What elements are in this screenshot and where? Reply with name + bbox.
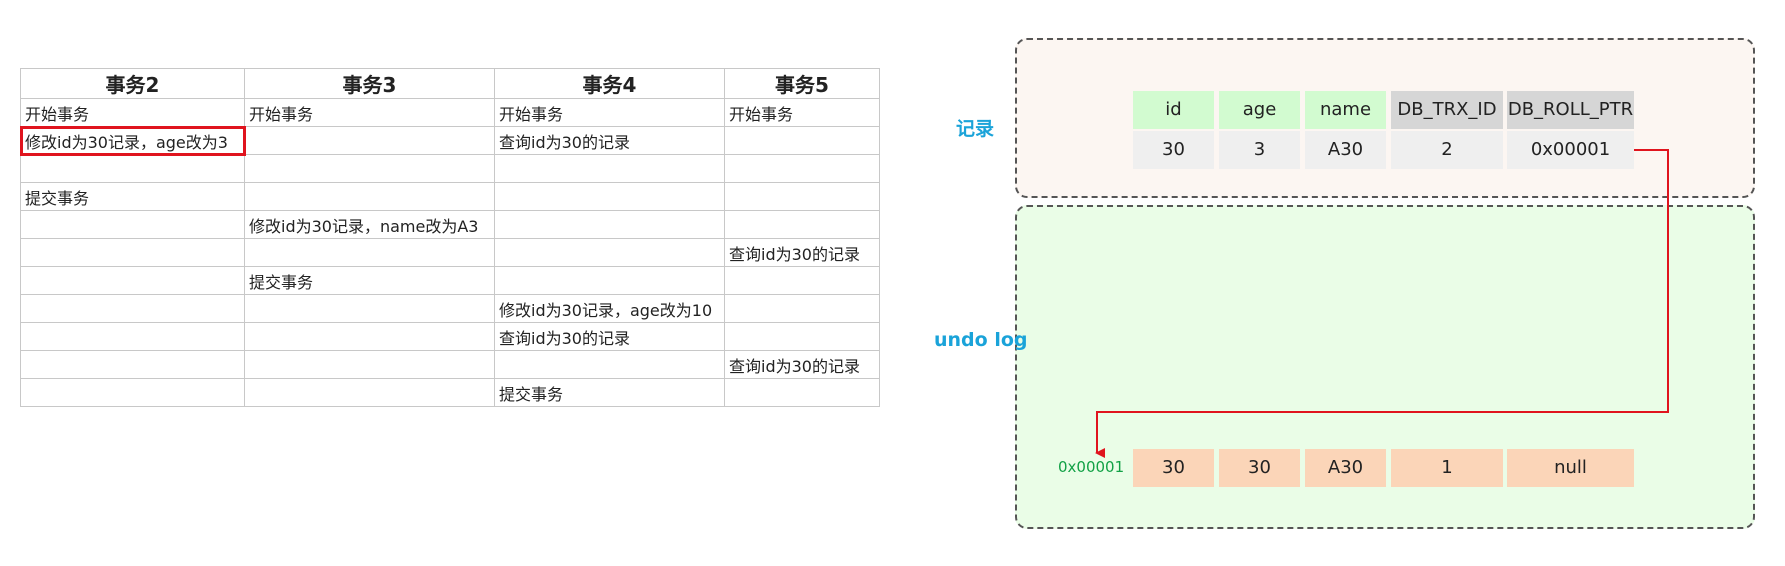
undo-value-age: 30 [1219, 449, 1300, 487]
record-value-id: 30 [1133, 131, 1214, 169]
undo-value-db-roll-ptr: null [1507, 449, 1634, 487]
table-cell [724, 294, 880, 323]
record-value-name: A30 [1305, 131, 1386, 169]
record-header-name: name [1305, 91, 1386, 129]
record-header-db-roll-ptr: DB_ROLL_PTR [1507, 91, 1634, 129]
table-cell [244, 350, 495, 379]
roll-pointer-line [1095, 149, 1669, 458]
table-row: 修改id为30记录，name改为A3 [20, 210, 880, 239]
table-row: 修改id为30记录，age改为10 [20, 294, 880, 323]
table-cell [244, 294, 495, 323]
table-row: 开始事务 开始事务 开始事务 开始事务 [20, 98, 880, 127]
table-cell: 查询id为30的记录 [724, 350, 880, 379]
table-cell [20, 238, 245, 267]
record-header-age: age [1219, 91, 1300, 129]
table-row: 查询id为30的记录 [20, 238, 880, 267]
table-cell [244, 378, 495, 407]
table-row: 提交事务 [20, 378, 880, 407]
table-cell: 开始事务 [724, 98, 880, 127]
table-cell [20, 322, 245, 351]
table-cell [494, 182, 725, 211]
table-cell: 提交事务 [494, 378, 725, 407]
table-cell [20, 378, 245, 407]
table-cell [494, 266, 725, 295]
record-value-db-trx-id: 2 [1391, 131, 1503, 169]
highlighted-cell: 修改id为30记录，age改为3 [19, 125, 246, 156]
table-cell: 开始事务 [494, 98, 725, 127]
undo-value-name: A30 [1305, 449, 1386, 487]
table-cell: 查询id为30的记录 [494, 126, 725, 155]
undo-log-label: undo log [934, 329, 1028, 351]
header-txn3: 事务3 [244, 68, 495, 99]
transaction-table: 事务2 事务3 事务4 事务5 开始事务 开始事务 开始事务 开始事务 修改id… [19, 68, 880, 407]
table-row: 提交事务 [20, 182, 880, 211]
record-header-db-trx-id: DB_TRX_ID [1391, 91, 1503, 129]
record-value-age: 3 [1219, 131, 1300, 169]
table-row: 查询id为30的记录 [20, 322, 880, 351]
record-header-id: id [1133, 91, 1214, 129]
record-label: 记录 [956, 118, 995, 140]
undo-value-id: 30 [1133, 449, 1214, 487]
table-cell [20, 210, 245, 239]
table-cell [20, 266, 245, 295]
undo-address-label: 0x00001 [1058, 458, 1125, 476]
undo-value-db-trx-id: 1 [1391, 449, 1503, 487]
table-cell [724, 182, 880, 211]
table-cell: 修改id为30记录，name改为A3 [244, 210, 495, 239]
table-cell: 查询id为30的记录 [724, 238, 880, 267]
table-row: 提交事务 [20, 266, 880, 295]
header-txn2: 事务2 [20, 68, 245, 99]
table-cell: 提交事务 [244, 266, 495, 295]
table-cell [724, 378, 880, 407]
table-cell: 修改id为30记录，age改为10 [494, 294, 725, 323]
header-txn4: 事务4 [494, 68, 725, 99]
table-cell [724, 154, 880, 183]
table-cell [724, 126, 880, 155]
record-value-db-roll-ptr: 0x00001 [1507, 131, 1634, 169]
table-cell: 开始事务 [244, 98, 495, 127]
